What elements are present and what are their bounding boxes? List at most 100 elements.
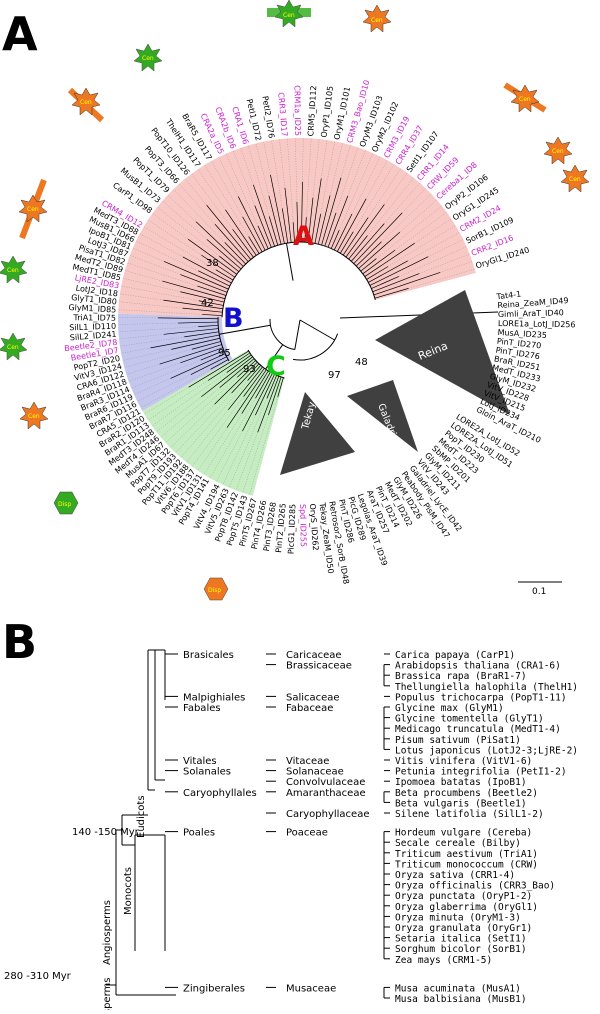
leaf-top-12: CRR3_ID17 bbox=[276, 92, 289, 137]
species-9-1: Secale cereale (Bilby) bbox=[395, 838, 521, 849]
svg-text:Cen: Cen bbox=[519, 96, 531, 103]
family-6: Convolvulaceae bbox=[286, 777, 365, 788]
species-1-0: Arabidopsis thaliana (CRA1-6) bbox=[395, 661, 561, 672]
family-4: Vitaceae bbox=[286, 756, 329, 767]
species-3-4: Lotus japonicus (LotJ2-3;LjRE-2) bbox=[395, 745, 578, 756]
svg-text:Disp: Disp bbox=[208, 587, 221, 594]
cen-badge-left-3: Cen bbox=[18, 178, 48, 240]
clade-c-sector bbox=[142, 350, 285, 496]
svg-text:Cen: Cen bbox=[569, 176, 581, 183]
species-9-7: Oryza glaberrima (OryGl1) bbox=[395, 902, 538, 913]
left-leaf-labels: PopT4_ID141VitV1_ID131PopT6_ID137VitV6_I… bbox=[64, 199, 211, 527]
leaf-left-26: GlyT1_ID80 bbox=[71, 293, 118, 306]
bootstrap-93: 93 bbox=[243, 364, 256, 375]
leaf-right-3: LORE1a_LotJ_ID256 bbox=[498, 319, 576, 329]
leaf-left-23: SilL1_ID110 bbox=[69, 322, 116, 333]
cen-badge-left-5: Cen bbox=[0, 332, 28, 361]
phylogenetic-tree: A Reina Galadriel Tekay A B C 38 42 95 9… bbox=[0, 0, 590, 601]
order-5: Solanales bbox=[183, 767, 231, 778]
leaf-top-15: OryP1_ID105 bbox=[319, 85, 335, 138]
leaf-right-0: Tat4-1 bbox=[495, 289, 522, 301]
order-4: Vitales bbox=[183, 756, 217, 767]
family-5: Solanaceae bbox=[286, 767, 344, 778]
reina-clade-triangle bbox=[375, 290, 510, 415]
family-3: Fabaceae bbox=[286, 703, 333, 714]
species-1-2: Thellungiella halophila (ThelH1) bbox=[395, 682, 578, 693]
family-2: Salicaceae bbox=[286, 692, 340, 703]
species-tree-lines bbox=[106, 649, 176, 996]
svg-text:Cen: Cen bbox=[28, 413, 40, 420]
cen-badge-left-1: Cen bbox=[133, 43, 163, 72]
species-2-0: Populus trichocarpa (PopT1-11) bbox=[395, 692, 567, 703]
panel-a-letter: A bbox=[2, 7, 38, 61]
disp-badge-left: Disp bbox=[53, 491, 79, 515]
species-6-0: Ipomoea batatas (IpoB1) bbox=[395, 777, 527, 788]
species-8-0: Silene latifolia (SilL1-2) bbox=[395, 809, 544, 820]
clade-monocots: Monocots bbox=[123, 867, 134, 915]
tekay-clade-triangle bbox=[280, 392, 355, 475]
svg-text:Cen: Cen bbox=[7, 267, 19, 274]
svg-text:Cen: Cen bbox=[552, 148, 564, 155]
leaf-dotted-lines bbox=[118, 138, 475, 495]
species-9-4: Oryza sativa (CRR1-4) bbox=[395, 870, 515, 881]
family-9: Poaceae bbox=[286, 828, 328, 839]
time-140: 140 -150 Myr bbox=[72, 827, 140, 838]
cen-badge-right-2: Cen bbox=[543, 136, 573, 165]
bootstrap-48: 48 bbox=[355, 357, 368, 368]
species-9-3: Triticum monococcum (CRW) bbox=[395, 859, 538, 870]
species-4-0: Vitis vinifera (VitV1-6) bbox=[395, 756, 532, 767]
cen-badge-left-4: Cen bbox=[0, 255, 28, 284]
leaf-top-11: PetI2_ID76 bbox=[260, 95, 276, 139]
clade-angiosperms: Angiosperms bbox=[102, 900, 113, 965]
species-9-12: Zea mays (CRM1-5) bbox=[395, 955, 492, 966]
svg-text:Cen: Cen bbox=[142, 55, 154, 62]
cen-badge-right-1: Cen bbox=[503, 82, 547, 113]
clade-gymnosperms: Gymnosperms bbox=[102, 978, 113, 1010]
species-9-2: Triticum aestivum (TriA1) bbox=[395, 849, 538, 860]
order-10: Zingiberales bbox=[183, 983, 245, 994]
svg-text:Cen: Cen bbox=[371, 17, 383, 24]
svg-text:Cen: Cen bbox=[7, 344, 19, 351]
order-9: Poales bbox=[183, 828, 215, 839]
cen-badge-top: Cen bbox=[267, 0, 311, 28]
clade-c-label: C bbox=[266, 351, 286, 382]
leaf-left-24: TriA1_ID75 bbox=[72, 313, 116, 322]
leaf-bottom-20: PicG1_ID285 bbox=[286, 504, 297, 555]
species-9-10: Setaria italica (SetI1) bbox=[395, 934, 527, 945]
species-9-11: Sorghum bicolor (SorB1) bbox=[395, 944, 527, 955]
panel-b-letter: B bbox=[2, 615, 37, 669]
leaf-right-4: MusA_ID235 bbox=[497, 328, 547, 340]
bootstrap-97: 97 bbox=[328, 370, 341, 381]
galadriel-clade-triangle bbox=[347, 380, 418, 452]
species-tree: B 140 -150 Myr 280 -310 Myr Angiosperms … bbox=[2, 615, 578, 1014]
species-10-1: Musa balbisiana (MusB1) bbox=[395, 994, 527, 1005]
clade-b-label: B bbox=[223, 303, 244, 334]
species-3-1: Glycine tomentella (GlyT1) bbox=[395, 714, 544, 725]
disp-badge-bottom: Disp bbox=[203, 577, 229, 601]
leaf-bottom-19: Spd_ID255 bbox=[298, 504, 308, 547]
order-7: Caryophyllales bbox=[183, 788, 257, 799]
species-5-0: Petunia integrifolia (PetI1-2) bbox=[395, 767, 567, 778]
species-3-3: Pisum sativum (PiSat1) bbox=[395, 735, 521, 746]
species-9-9: Oryza granulata (OryGr1) bbox=[395, 923, 532, 934]
svg-text:Cen: Cen bbox=[27, 206, 39, 213]
family-0: Caricaceae bbox=[286, 650, 342, 661]
svg-text:Disp: Disp bbox=[58, 501, 71, 508]
tree-branches bbox=[150, 174, 441, 433]
leaf-bottom-18: OryS_ID262 bbox=[308, 503, 320, 551]
species-10-0: Musa acuminata (MusA1) bbox=[395, 983, 521, 994]
family-8: Caryophyllaceae bbox=[286, 809, 369, 820]
leaf-top-13: CRM1a_ID25 bbox=[292, 85, 302, 136]
order-3: Fabales bbox=[183, 703, 221, 714]
panel-b: B 140 -150 Myr 280 -310 Myr Angiosperms … bbox=[0, 610, 600, 1014]
family-10: Musaceae bbox=[286, 983, 336, 994]
leaf-left-22: SilL2_ID241 bbox=[69, 330, 116, 343]
family-1: Brassicaceae bbox=[286, 661, 352, 672]
bootstrap-95: 95 bbox=[218, 348, 231, 359]
species-3-0: Glycine max (GlyM1) bbox=[395, 703, 504, 714]
clade-eudicots: Eudicots bbox=[136, 795, 147, 838]
species-9-5: Oryza officinalis (CRR3_Bao) bbox=[395, 881, 555, 892]
species-7-0: Beta procumbens (Beetle2) bbox=[395, 788, 538, 799]
scale-bar-label: 0.1 bbox=[532, 587, 546, 597]
